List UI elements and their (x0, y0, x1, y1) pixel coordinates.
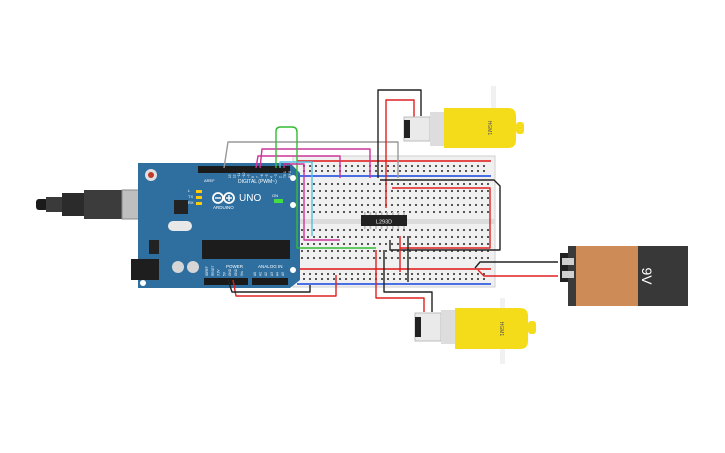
analog-pin-label: A5 (281, 272, 285, 276)
digital-pin-label: 2 (279, 176, 283, 178)
analog-label: ANALOG IN (258, 264, 283, 269)
digital-pin-label: TX 1 (283, 171, 287, 178)
power-pin-label: IOREF (205, 266, 209, 276)
analog-pin-label: A1 (259, 272, 263, 276)
analog-pin-label: A3 (270, 272, 274, 276)
wire-red-motor1[interactable] (385, 99, 415, 208)
chip-label: L293D (376, 220, 392, 226)
brand-label: ARDUINO (213, 205, 234, 210)
usb-cable[interactable] (36, 189, 151, 220)
wires (223, 89, 558, 312)
wire-black-battery[interactable] (474, 261, 558, 269)
digital-pin-label: ~6 (260, 174, 264, 178)
motor-bottom-side-label: HGM1 (498, 322, 504, 337)
wire-red-motor2[interactable] (375, 250, 425, 312)
digital-header[interactable] (198, 166, 290, 173)
power-label: POWER (226, 264, 244, 269)
wire-pink-2[interactable] (255, 155, 341, 178)
rx-led-label: RX (188, 200, 194, 205)
wire-red-chip-1[interactable] (392, 187, 491, 249)
gear-motor-top[interactable]: HGM1 (403, 86, 524, 148)
wire-green[interactable] (275, 126, 376, 249)
battery-terminal-pos[interactable] (562, 271, 574, 278)
digital-pin-label: 13 (228, 174, 232, 178)
wire-black-motor1[interactable] (377, 89, 422, 178)
power-pin-label: Vin (240, 271, 244, 276)
wire-pink-3[interactable] (283, 163, 340, 241)
arduino-uno-board[interactable]: DIGITAL (PWM~) AREF L TX RX ON ARDUINO U… (131, 163, 300, 288)
wire-pink-1[interactable] (259, 148, 371, 178)
arduino-logo-icon (212, 192, 235, 204)
atmega-chip (202, 240, 290, 259)
power-pin-label: GND (228, 268, 232, 276)
digital-pin-label: 12 (233, 174, 237, 178)
on-led-label: ON (272, 193, 278, 198)
power-header[interactable] (204, 278, 248, 285)
battery-9v[interactable]: 9V (560, 246, 688, 306)
wire-black-motor2[interactable] (383, 250, 433, 312)
crystal (168, 221, 192, 231)
wire-red-5v[interactable] (232, 275, 337, 297)
digital-pin-label: ~9 (246, 174, 250, 178)
digital-pin-label: ~5 (265, 174, 269, 178)
analog-pin-label: A0 (253, 272, 257, 276)
analog-header[interactable] (252, 278, 288, 285)
l-led-label: L (188, 188, 191, 193)
power-pin-label: 5V (222, 271, 226, 276)
gear-motor-bottom[interactable]: HGM1 (414, 298, 536, 364)
digital-pin-label: 4 (269, 176, 273, 178)
battery-terminal-neg[interactable] (562, 258, 574, 265)
analog-pin-label: A4 (275, 272, 279, 276)
digital-pin-label: ~10 (242, 172, 246, 178)
power-pin-label: GND (234, 268, 238, 276)
power-pin-label: 3.3V (217, 269, 221, 276)
model-label: UNO (239, 193, 261, 204)
wire-black-chip-1[interactable] (380, 179, 501, 251)
digital-pin-label: ~3 (274, 174, 278, 178)
digital-pin-label: ~11 (237, 173, 241, 178)
analog-pin-label: A2 (264, 272, 268, 276)
l293d-chip[interactable]: L293D (361, 212, 407, 229)
aref-label: AREF (204, 178, 215, 183)
tx-led-label: TX (188, 194, 193, 199)
power-pin-label: RESET (211, 265, 215, 276)
battery-label: 9V (639, 267, 655, 285)
motor-top-side-label: HGM1 (486, 121, 492, 136)
power-jack (131, 259, 159, 280)
wire-red-battery[interactable] (477, 269, 558, 277)
digital-pin-label: 7 (256, 176, 260, 178)
wire-cyan[interactable] (279, 161, 313, 236)
digital-pin-label: 8 (251, 176, 255, 178)
wire-black-gnd[interactable] (227, 279, 311, 293)
wire-gray[interactable] (223, 141, 399, 178)
digital-pin-label: RX 0 (288, 171, 292, 178)
digital-label: DIGITAL (PWM~) (238, 179, 277, 185)
